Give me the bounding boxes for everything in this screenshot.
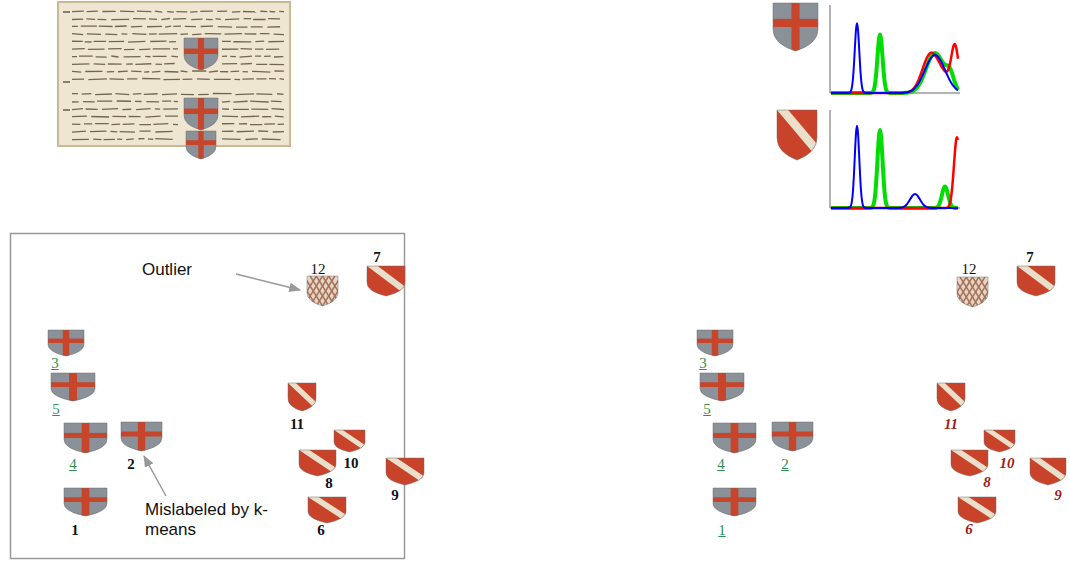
shield-thumbnail bbox=[184, 38, 218, 70]
shield-thumbnail bbox=[64, 423, 107, 453]
shield-thumbnail bbox=[948, 277, 998, 307]
shield-thumbnail bbox=[951, 450, 988, 476]
callout-number: 2 bbox=[127, 456, 135, 473]
callout-number: 6 bbox=[317, 522, 325, 539]
shield-thumbnail bbox=[51, 373, 95, 401]
leader-arrow bbox=[144, 456, 166, 496]
shield-thumbnail bbox=[184, 98, 218, 130]
callout-number: 3 bbox=[699, 355, 707, 372]
shield-thumbnail bbox=[773, 3, 818, 51]
callout-number: 11 bbox=[290, 416, 304, 433]
shield-thumbnail bbox=[697, 330, 733, 356]
callout-number: 12 bbox=[311, 261, 326, 278]
shield-thumbnail bbox=[288, 383, 316, 411]
color-histogram bbox=[830, 110, 960, 208]
color-histogram bbox=[830, 5, 960, 93]
shield-thumbnail bbox=[772, 422, 813, 451]
callout-number: 3 bbox=[51, 355, 59, 372]
shield-thumbnail bbox=[386, 458, 424, 485]
callout-number: 7 bbox=[1026, 249, 1034, 266]
callout-number: 9 bbox=[391, 487, 399, 504]
callout-number: 6 bbox=[965, 521, 973, 538]
shield-thumbnail bbox=[308, 497, 346, 523]
shield-thumbnail bbox=[186, 131, 216, 159]
shield-thumbnail bbox=[298, 276, 348, 306]
shield-thumbnail bbox=[1017, 266, 1055, 296]
callout-number: 1 bbox=[718, 522, 726, 539]
callout-number: 1 bbox=[71, 522, 79, 539]
shield-thumbnail bbox=[984, 430, 1015, 452]
callout-number: 7 bbox=[373, 249, 381, 266]
shield-thumbnail bbox=[713, 423, 756, 453]
callout-number: 5 bbox=[52, 401, 60, 418]
leader-arrow bbox=[236, 274, 300, 290]
callout-number: 11 bbox=[944, 416, 958, 433]
callout-number: 10 bbox=[344, 455, 359, 472]
shield-thumbnail bbox=[713, 488, 756, 516]
callout-number: 9 bbox=[1054, 487, 1062, 504]
shield-thumbnail bbox=[334, 430, 365, 452]
shield-thumbnail bbox=[777, 110, 817, 160]
manuscript-page bbox=[58, 2, 290, 146]
shield-thumbnail bbox=[299, 450, 336, 476]
callout-number: 5 bbox=[703, 401, 711, 418]
callout-number: 4 bbox=[69, 456, 77, 473]
callout-number: 10 bbox=[1000, 455, 1015, 472]
shield-thumbnail bbox=[700, 373, 744, 401]
shield-thumbnail bbox=[48, 330, 84, 356]
annotation-text: Outlier bbox=[142, 261, 192, 280]
callout-number: 8 bbox=[983, 474, 991, 491]
callout-number: 8 bbox=[325, 475, 333, 492]
annotation-text: Mislabeled by k-means bbox=[145, 500, 273, 541]
shield-thumbnail bbox=[958, 497, 996, 523]
callout-number: 4 bbox=[717, 456, 725, 473]
callout-number: 12 bbox=[962, 261, 977, 278]
shield-thumbnail bbox=[64, 488, 107, 516]
panel-frame bbox=[11, 234, 405, 559]
shield-thumbnail bbox=[121, 422, 162, 451]
shield-thumbnail bbox=[937, 383, 965, 411]
callout-number: 2 bbox=[781, 456, 789, 473]
shield-thumbnail bbox=[1030, 458, 1066, 485]
shield-thumbnail bbox=[367, 266, 405, 296]
